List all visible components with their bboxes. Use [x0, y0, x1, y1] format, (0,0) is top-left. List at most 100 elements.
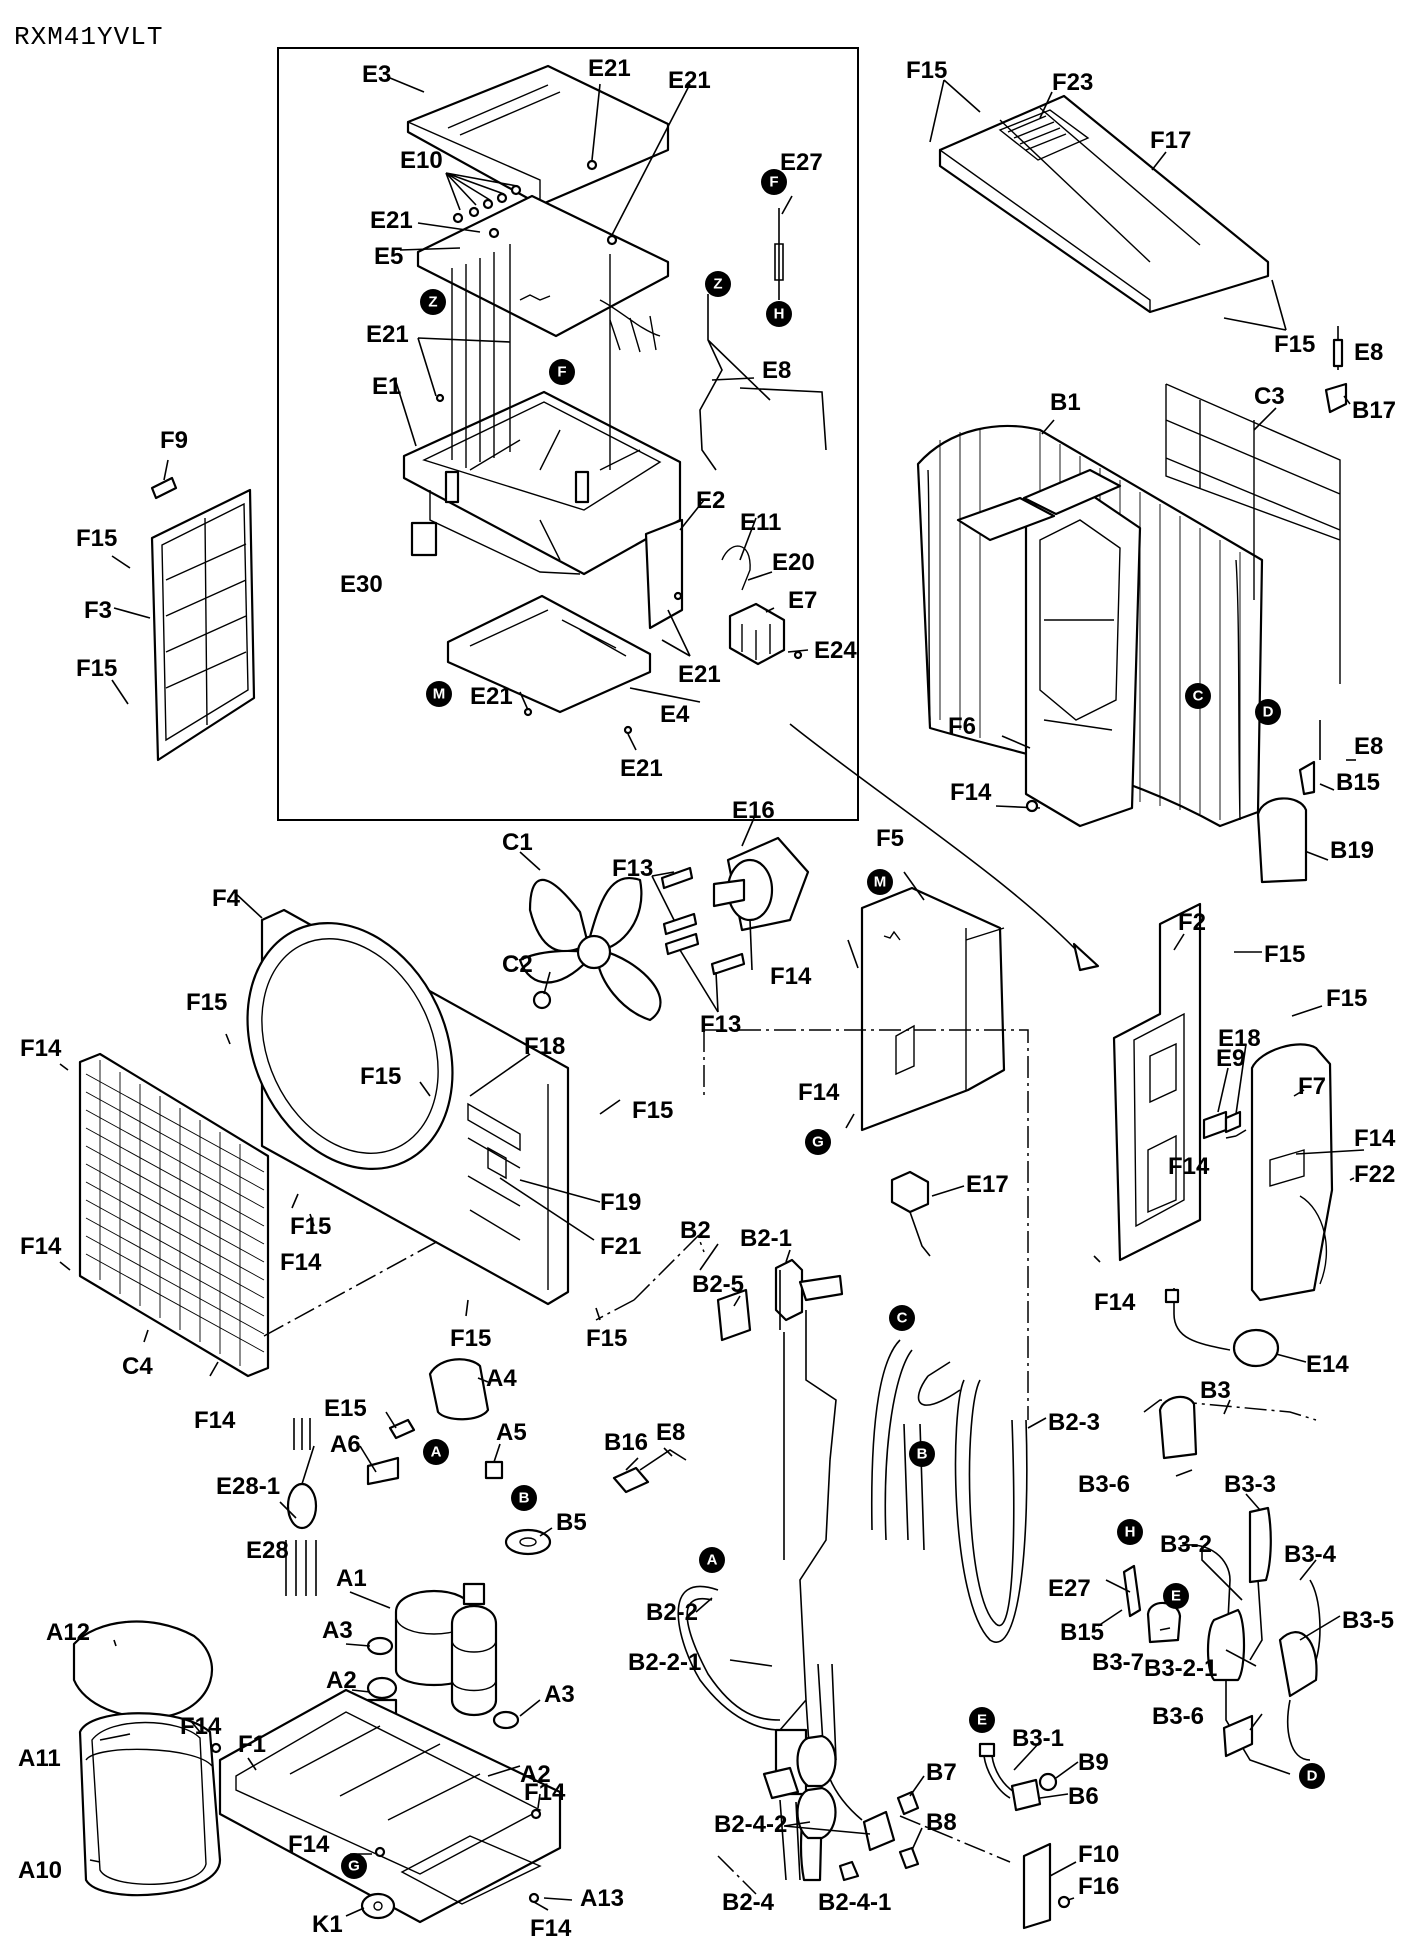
part-e2-bracket: [644, 518, 684, 630]
part-f9: [150, 476, 178, 500]
label-f18: F18: [524, 1033, 565, 1060]
label-b8: B8: [926, 1809, 957, 1836]
marker-h-2: H: [1117, 1519, 1143, 1545]
label-f13-a: F13: [612, 855, 653, 882]
leaders-f3: [111, 459, 169, 705]
label-a4: A4: [486, 1365, 517, 1392]
part-e4-plate: [446, 594, 652, 714]
label-a12: A12: [46, 1619, 90, 1646]
marker-a-1: A: [423, 1439, 449, 1465]
svg-text:A: A: [707, 1552, 718, 1569]
label-a13: A13: [580, 1885, 624, 1912]
part-c1-fan: [518, 877, 662, 1022]
label-f14-grille-a: F14: [20, 1035, 62, 1062]
label-e9: E9: [1216, 1045, 1245, 1072]
leaders-f17: [929, 79, 1287, 331]
marker-g-1: G: [805, 1129, 831, 1155]
label-e5: E5: [374, 243, 403, 270]
label-e27-bottom: E27: [1048, 1575, 1091, 1602]
label-b2: B2: [680, 1217, 711, 1244]
electrical-box-group-frame: [277, 47, 859, 821]
label-f19: F19: [600, 1189, 641, 1216]
svg-text:F: F: [769, 174, 778, 191]
part-e5-pcb: [416, 194, 670, 353]
label-b2-4-1: B2-4-1: [818, 1889, 891, 1916]
part-e1-electrical-box: [402, 390, 682, 576]
screw-set-e10-e21: [435, 159, 803, 735]
label-f15-j: F15: [586, 1325, 627, 1352]
label-e2: E2: [696, 487, 725, 514]
part-e30: [410, 521, 438, 557]
label-f16: F16: [1078, 1873, 1119, 1900]
part-e11: [721, 545, 751, 591]
part-f17-top-panel: [938, 94, 1270, 314]
label-f14-coil: F14: [950, 779, 992, 806]
label-e21-b: E21: [668, 67, 711, 94]
assembly-line-b3: [1143, 1399, 1317, 1421]
label-e3: E3: [362, 61, 391, 88]
part-e9-e18: [1202, 1110, 1242, 1140]
part-b5: [504, 1528, 552, 1556]
label-b3-7: B3-7: [1092, 1649, 1144, 1676]
screws-f13: [660, 866, 746, 976]
label-a3-b: A3: [544, 1681, 575, 1708]
part-f10-f16: [1022, 1842, 1071, 1930]
label-b6: B6: [1068, 1783, 1099, 1810]
label-a2-b: A2: [520, 1761, 551, 1788]
label-a3-a: A3: [322, 1617, 353, 1644]
label-f15-c: F15: [906, 57, 947, 84]
label-f14-f7: F14: [1354, 1125, 1396, 1152]
label-f14-f5-a: F14: [770, 963, 812, 990]
label-e27-top: E27: [780, 149, 823, 176]
label-a10: A10: [18, 1857, 62, 1884]
svg-text:C: C: [1193, 688, 1204, 705]
marker-f-1: F: [549, 359, 575, 385]
label-e21-e: E21: [678, 661, 721, 688]
label-b3-5: B3-5: [1342, 1607, 1394, 1634]
part-e14-coil: [1164, 1288, 1280, 1368]
leader-e14: [1275, 1353, 1307, 1363]
label-b5: B5: [556, 1509, 587, 1536]
part-e8-b16: [639, 1449, 687, 1471]
label-f13-b: F13: [700, 1011, 741, 1038]
label-b1: B1: [1050, 389, 1081, 416]
label-f14-f2: F14: [1168, 1153, 1210, 1180]
label-b15-upper: B15: [1336, 769, 1380, 796]
label-f14-base-b: F14: [524, 1779, 566, 1806]
label-f15-i: F15: [450, 1325, 491, 1352]
label-f15-l: F15: [1326, 985, 1367, 1012]
marker-m-2: M: [867, 869, 893, 895]
leaders-b2: [625, 1243, 1047, 1895]
label-f4: F4: [212, 885, 241, 912]
part-e28: [285, 1418, 318, 1596]
label-f15-f: F15: [360, 1063, 401, 1090]
svg-text:D: D: [1263, 704, 1274, 721]
label-e28: E28: [246, 1537, 289, 1564]
label-e8-right-mid: E8: [1354, 733, 1383, 760]
label-c2: C2: [502, 951, 533, 978]
label-b2-3: B2-3: [1048, 1409, 1100, 1436]
part-f6-bracket: [956, 496, 1056, 542]
label-f15-k: F15: [1264, 941, 1305, 968]
label-f10: F10: [1078, 1841, 1119, 1868]
svg-text:B: B: [519, 1490, 530, 1507]
label-c3: C3: [1254, 383, 1285, 410]
marker-g-2: G: [341, 1853, 367, 1879]
label-e8-top: E8: [762, 357, 791, 384]
label-a1: A1: [336, 1565, 367, 1592]
label-b3-2-1: B3-2-1: [1144, 1655, 1217, 1682]
part-e8-b17-right: [1324, 326, 1348, 414]
part-e7-terminal-block: [728, 602, 786, 666]
part-e15: [388, 1418, 416, 1440]
part-c4-front-grille: [78, 1052, 270, 1378]
label-f15-b: F15: [76, 655, 117, 682]
svg-text:M: M: [433, 686, 446, 703]
label-b3-4: B3-4: [1284, 1541, 1337, 1568]
part-a10-a11-jacket: [78, 1712, 222, 1897]
part-f6-frame: [1024, 488, 1142, 828]
label-b7: B7: [926, 1759, 957, 1786]
label-c4: C4: [122, 1353, 153, 1380]
label-e4: E4: [660, 701, 690, 728]
part-a4-a5-a6: [366, 1358, 504, 1486]
